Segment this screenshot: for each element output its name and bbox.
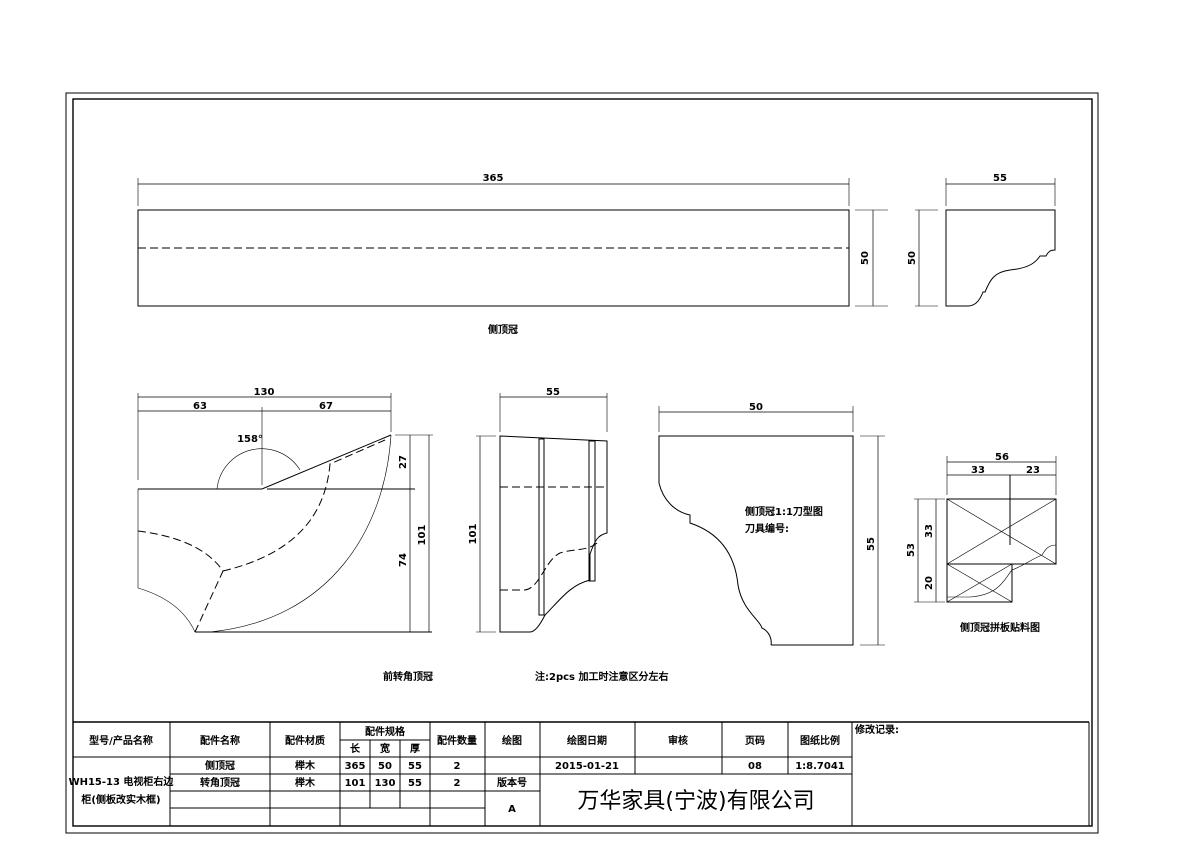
dim-angle-158: 158° bbox=[237, 434, 263, 445]
header-review: 审核 bbox=[668, 734, 688, 747]
dim-20: 20 bbox=[924, 576, 935, 590]
caption-splice: 侧顶冠拼板贴料图 bbox=[960, 621, 1040, 634]
svg-text:榉木: 榉木 bbox=[295, 759, 316, 772]
caption-front-corner-crown: 前转角顶冠 bbox=[383, 670, 433, 683]
dim-74: 74 bbox=[398, 553, 409, 567]
svg-text:55: 55 bbox=[408, 778, 422, 789]
splice-lamination-view: 56 33 23 53 33 20 侧顶冠拼板贴料图 bbox=[906, 452, 1057, 634]
knife-profile-view: 50 55 侧顶冠1:1刀型图 刀具编号: bbox=[658, 402, 885, 646]
header-part-name: 配件名称 bbox=[200, 734, 240, 747]
table-row: 转角顶冠 榉木 101 130 55 2 bbox=[200, 776, 461, 789]
front-corner-crown-view: 130 63 67 158° 27 74 101 前转角顶冠 bbox=[137, 387, 433, 683]
inner-frame bbox=[72, 98, 1093, 827]
company-name: 万华家具(宁波)有限公司 bbox=[577, 789, 814, 814]
svg-text:101: 101 bbox=[345, 778, 366, 789]
header-model: 型号/产品名称 bbox=[89, 734, 153, 747]
outer-frame bbox=[65, 92, 1099, 834]
knife-profile-title: 侧顶冠1:1刀型图 bbox=[745, 505, 823, 518]
table-row: 侧顶冠 榉木 365 50 55 2 bbox=[205, 759, 461, 772]
page-number: 08 bbox=[748, 761, 762, 772]
side-crown-front-view: 365 50 侧顶冠 bbox=[137, 173, 888, 336]
header-spec: 配件规格 bbox=[365, 725, 406, 738]
header-thickness: 厚 bbox=[410, 743, 420, 755]
version-value: A bbox=[508, 804, 516, 815]
dim-63: 63 bbox=[193, 401, 207, 412]
svg-text:2: 2 bbox=[454, 778, 461, 789]
model-name-line2: 柜(侧板改实木框) bbox=[80, 793, 160, 806]
dim-101: 101 bbox=[417, 525, 428, 546]
dim-53: 53 bbox=[906, 543, 917, 557]
drawing-date: 2015-01-21 bbox=[555, 761, 619, 772]
svg-text:55: 55 bbox=[408, 761, 422, 772]
dim-33-vertical: 33 bbox=[924, 524, 935, 538]
dim-55-side: 55 bbox=[546, 387, 560, 398]
drawing-scale: 1:8.7041 bbox=[795, 761, 845, 772]
dim-55-knife: 55 bbox=[866, 537, 877, 551]
dim-50: 50 bbox=[860, 251, 871, 265]
header-drawn: 绘图 bbox=[502, 734, 522, 747]
header-qty: 配件数量 bbox=[437, 734, 477, 747]
dim-23: 23 bbox=[1026, 465, 1040, 476]
header-material: 配件材质 bbox=[285, 734, 325, 747]
svg-text:365: 365 bbox=[345, 761, 366, 772]
dim-50-profile: 50 bbox=[907, 251, 918, 265]
svg-text:转角顶冠: 转角顶冠 bbox=[200, 776, 240, 789]
dim-56: 56 bbox=[995, 452, 1009, 463]
processing-note: 注:2pcs 加工时注意区分左右 bbox=[535, 670, 668, 683]
dim-33-horizontal: 33 bbox=[971, 465, 985, 476]
svg-text:2: 2 bbox=[454, 761, 461, 772]
svg-text:侧顶冠: 侧顶冠 bbox=[205, 759, 235, 772]
model-name: WH15-13 电视柜右边 bbox=[69, 775, 175, 788]
version-label: 版本号 bbox=[497, 776, 527, 789]
side-crown-profile-view: 50 55 bbox=[907, 173, 1056, 307]
tool-number-label: 刀具编号: bbox=[745, 522, 789, 535]
title-block: 型号/产品名称 配件名称 配件材质 配件规格 长 宽 厚 配件数量 绘图 绘图日… bbox=[69, 721, 1090, 827]
dim-101-side: 101 bbox=[468, 524, 479, 545]
dim-27: 27 bbox=[398, 455, 409, 469]
header-page: 页码 bbox=[745, 735, 765, 747]
dim-55: 55 bbox=[993, 173, 1007, 184]
svg-text:130: 130 bbox=[375, 778, 396, 789]
caption-side-crown: 侧顶冠 bbox=[488, 323, 518, 336]
header-length: 长 bbox=[350, 742, 361, 755]
dim-365: 365 bbox=[483, 173, 504, 184]
header-scale: 图纸比例 bbox=[800, 734, 840, 747]
revision-record-label: 修改记录: bbox=[854, 723, 899, 736]
header-width: 宽 bbox=[379, 742, 390, 755]
dim-67: 67 bbox=[319, 401, 333, 412]
svg-text:50: 50 bbox=[378, 761, 392, 772]
corner-crown-side-view: 55 101 注:2pcs 加工时注意区分左右 bbox=[468, 387, 668, 683]
dim-130: 130 bbox=[254, 387, 275, 398]
dim-50-knife: 50 bbox=[749, 402, 763, 413]
svg-text:榉木: 榉木 bbox=[295, 776, 316, 789]
header-date: 绘图日期 bbox=[567, 734, 607, 747]
